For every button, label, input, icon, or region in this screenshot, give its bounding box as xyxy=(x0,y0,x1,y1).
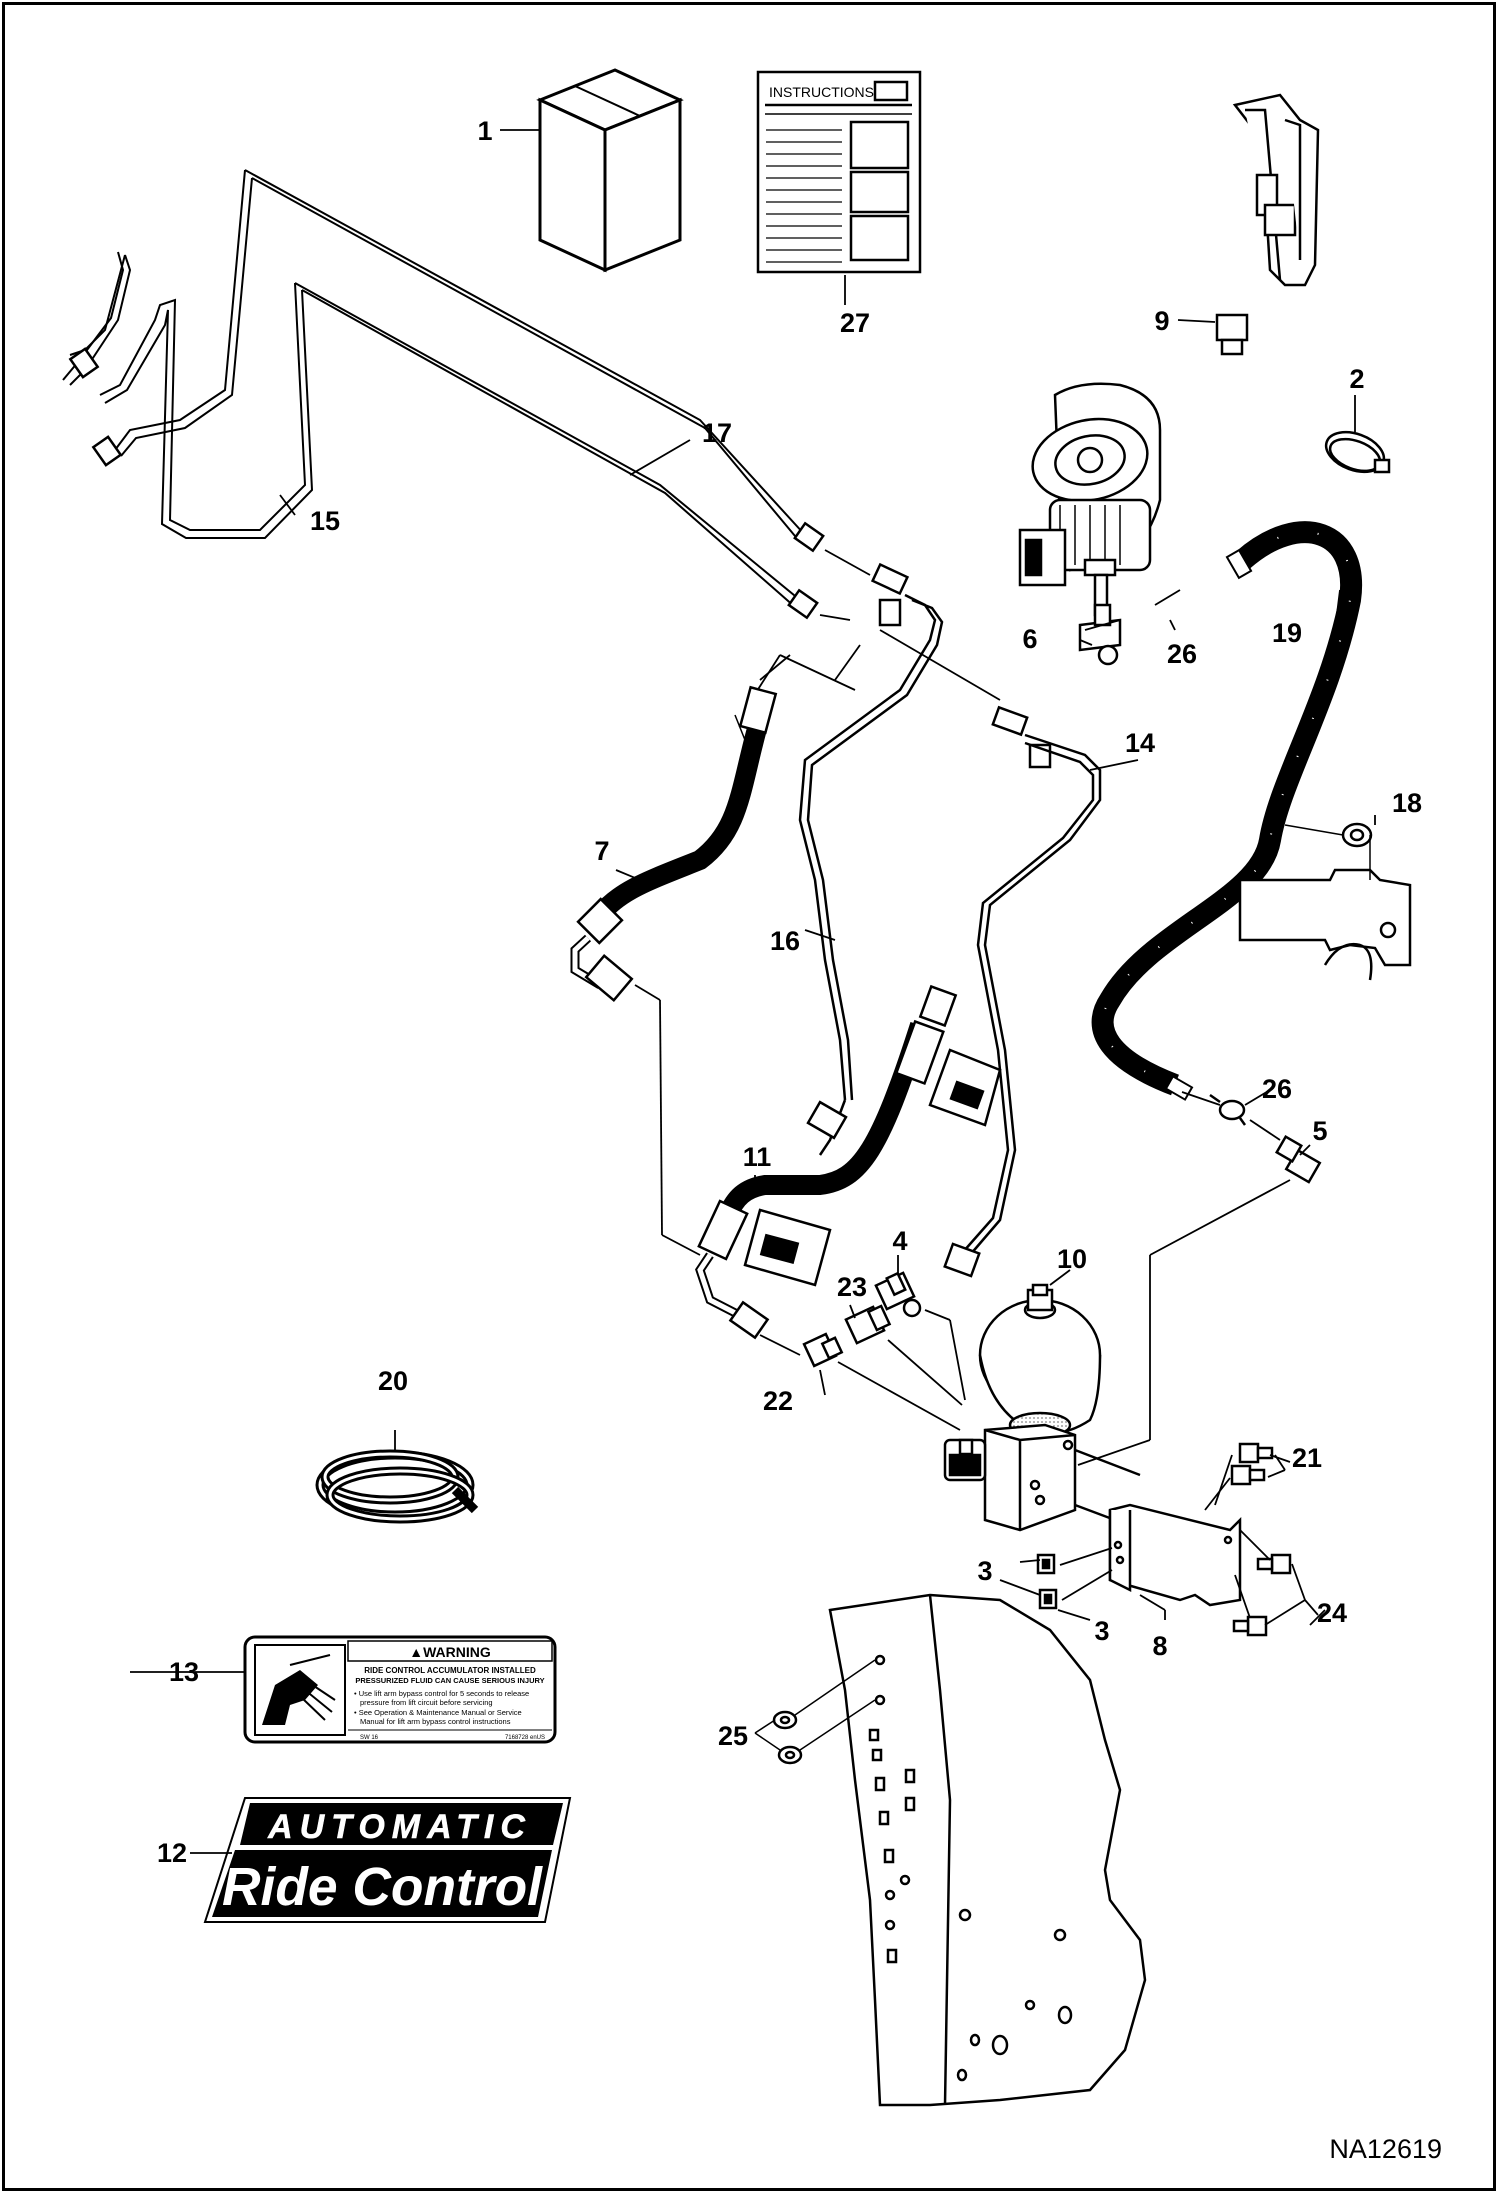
callout-25: 25 xyxy=(718,1721,748,1751)
hose-19 xyxy=(1091,521,1363,1101)
callout-12: 12 xyxy=(157,1838,187,1868)
callout-6: 6 xyxy=(1022,624,1037,654)
callout-2: 2 xyxy=(1349,364,1364,394)
steel-line-15 xyxy=(62,251,801,608)
callout-19: 19 xyxy=(1272,618,1302,648)
warning-bullet1b: pressure from lift circuit before servic… xyxy=(360,1698,493,1707)
warning-bullet2b: Manual for lift arm bypass control instr… xyxy=(360,1717,511,1726)
callout-16: 16 xyxy=(770,926,800,956)
accumulator-10 xyxy=(978,1283,1102,1439)
leader-fittings xyxy=(759,1309,966,1431)
warning-decal xyxy=(130,1635,557,1744)
warning-line1: RIDE CONTROL ACCUMULATOR INSTALLED xyxy=(364,1666,536,1675)
callout-24: 24 xyxy=(1317,1598,1347,1628)
callout-11: 11 xyxy=(743,1142,772,1172)
callout-23: 23 xyxy=(837,1272,867,1302)
steel-line-17 xyxy=(114,169,806,543)
callout-14: 14 xyxy=(1125,728,1155,758)
callout-3a: 3 xyxy=(977,1556,992,1586)
leader-hardware xyxy=(999,1454,1319,1626)
tube-end-fittings xyxy=(68,347,825,620)
callout-3b: 3 xyxy=(1094,1616,1109,1646)
part-bracket-18 xyxy=(1238,822,1412,981)
hose-11 xyxy=(695,984,1002,1340)
nuts-25 xyxy=(754,1659,876,1765)
part-clamp xyxy=(1324,430,1391,474)
tee-fitting-top xyxy=(798,562,944,1101)
leader-7 xyxy=(634,654,791,1256)
instructions-title: INSTRUCTIONS xyxy=(769,84,874,100)
part-instructions-sheet xyxy=(756,70,922,274)
callout-1: 1 xyxy=(477,116,492,146)
callout-5: 5 xyxy=(1312,1116,1327,1146)
bolts-21-24 xyxy=(1230,1442,1292,1637)
part-box xyxy=(536,68,684,273)
warning-heading: ▲WARNING xyxy=(409,1644,491,1660)
ride-control-decal xyxy=(190,1797,572,1923)
callout-4: 4 xyxy=(892,1226,907,1256)
valve-block xyxy=(943,1423,1141,1532)
ride-control-line2: Ride Control xyxy=(222,1857,543,1917)
callout-21: 21 xyxy=(1292,1443,1322,1473)
hose-7 xyxy=(570,685,778,1003)
warning-bullet1a: • Use lift arm bypass control for 5 seco… xyxy=(354,1689,529,1698)
loader-frame-panel xyxy=(828,1593,1147,2107)
bracket-8 xyxy=(1108,1503,1242,1607)
hardware-3 xyxy=(1036,1553,1058,1610)
callout-7: 7 xyxy=(594,836,609,866)
callout-9: 9 xyxy=(1154,306,1169,336)
warning-code-left: SW 16 xyxy=(360,1735,379,1741)
leader-5 xyxy=(1077,1091,1291,1466)
callout-labels: 1 2 3 3 4 5 6 7 8 9 10 11 12 13 14 15 16… xyxy=(157,116,1422,1868)
tee-fitting-14 xyxy=(943,705,1102,1278)
callout-8: 8 xyxy=(1152,1631,1167,1661)
callout-18: 18 xyxy=(1392,788,1422,818)
warning-bullet2a: • See Operation & Maintenance Manual or … xyxy=(354,1708,522,1717)
part-switch-panel xyxy=(1215,93,1320,356)
elbow-fitting-5 xyxy=(1209,1093,1322,1184)
callout-15: 15 xyxy=(310,506,340,536)
warning-code-right: 7168728 enUS xyxy=(505,1735,545,1741)
callout-27: 27 xyxy=(840,308,870,338)
callout-22: 22 xyxy=(763,1386,793,1416)
callout-26a: 26 xyxy=(1167,639,1197,669)
callout-leaders xyxy=(279,129,1376,1626)
warning-line2: PRESSURIZED FLUID CAN CAUSE SERIOUS INJU… xyxy=(355,1676,544,1685)
callout-17: 17 xyxy=(702,418,732,448)
coiled-hose-20 xyxy=(315,1430,479,1524)
callout-13: 13 xyxy=(169,1657,199,1687)
part-pump-assembly xyxy=(1018,382,1162,666)
callout-26b: 26 xyxy=(1262,1074,1292,1104)
tube-16-fitting xyxy=(806,1099,848,1156)
callout-20: 20 xyxy=(378,1366,408,1396)
figure-id: NA12619 xyxy=(1329,2134,1442,2164)
ride-control-line1: AUTOMATIC xyxy=(267,1808,532,1846)
fittings-22-23-4 xyxy=(802,1271,922,1368)
callout-10: 10 xyxy=(1057,1244,1087,1274)
